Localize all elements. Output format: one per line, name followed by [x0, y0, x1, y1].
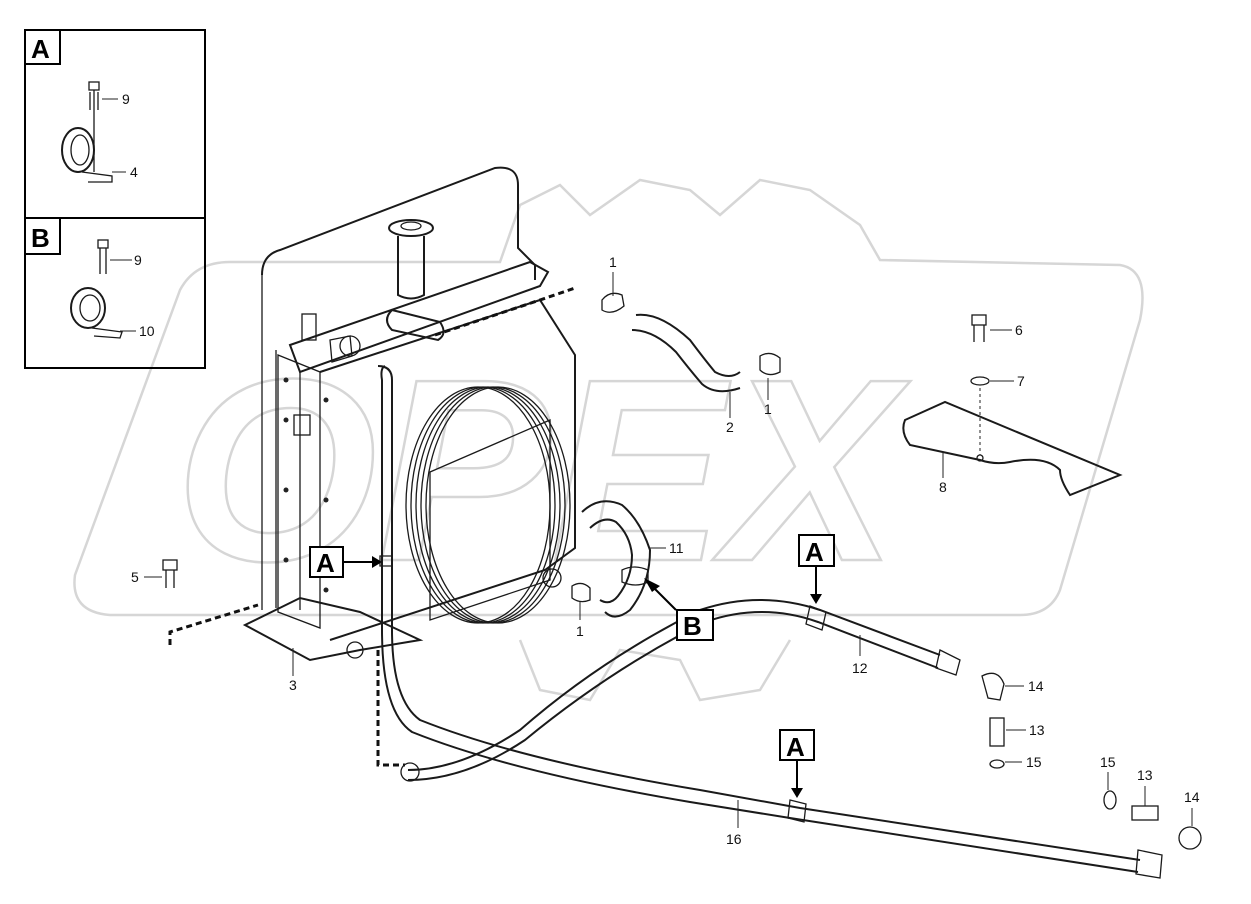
view-marker-a-low: A — [779, 729, 815, 798]
view-marker-a-left: A — [309, 546, 382, 578]
view-marker-a-mid: A — [798, 534, 835, 604]
callout-12: 12 — [852, 660, 868, 676]
bolt-5 — [162, 559, 178, 588]
lower-hose — [571, 500, 652, 618]
plate-assembly — [902, 314, 1123, 497]
callout-1-low: 1 — [576, 623, 584, 639]
dashed-guide-bolt — [168, 603, 259, 645]
callout-2: 2 — [726, 419, 734, 435]
callout-16: 16 — [726, 831, 742, 847]
svg-text:A: A — [786, 732, 805, 762]
callout-15-b: 15 — [1100, 754, 1116, 770]
callout-3: 3 — [289, 677, 297, 693]
callout-9: 9 — [122, 91, 130, 107]
callout-13-a: 13 — [1029, 722, 1045, 738]
callouts: 1 1 1 2 3 5 6 7 8 11 12 13 13 14 14 15 1 — [131, 254, 1200, 847]
callout-10: 10 — [139, 323, 155, 339]
upper-hose — [601, 292, 781, 393]
svg-text:B: B — [683, 611, 702, 641]
view-marker-b: B — [644, 578, 714, 641]
watermark-logo: OPEX — [73, 178, 1144, 702]
callout-5: 5 — [131, 569, 139, 585]
callout-1-top: 1 — [609, 254, 617, 270]
callout-14-a: 14 — [1028, 678, 1044, 694]
svg-text:A: A — [805, 537, 824, 567]
callout-7: 7 — [1017, 373, 1025, 389]
callout-11: 11 — [669, 540, 684, 556]
callout-13-b: 13 — [1137, 767, 1153, 783]
callout-6: 6 — [1015, 322, 1023, 338]
fittings — [981, 672, 1202, 850]
detail-view-a: A 9 4 — [24, 29, 206, 219]
dashed-guide-top — [434, 286, 576, 337]
long-hoses — [379, 555, 1163, 879]
callout-15-a: 15 — [1026, 754, 1042, 770]
svg-text:A: A — [316, 548, 335, 578]
callout-14-b: 14 — [1184, 789, 1200, 805]
callout-8: 8 — [939, 479, 947, 495]
dashed-guide-bottom — [376, 650, 405, 767]
watermark-text: OPEX — [175, 326, 911, 616]
callout-9-b: 9 — [134, 252, 142, 268]
detail-a-label: A — [31, 34, 50, 64]
callout-1-mid: 1 — [764, 401, 772, 417]
detail-b-label: B — [31, 223, 50, 253]
radiator-assembly — [242, 166, 576, 662]
callout-4: 4 — [130, 164, 138, 180]
detail-view-b: B 9 10 — [24, 217, 206, 369]
